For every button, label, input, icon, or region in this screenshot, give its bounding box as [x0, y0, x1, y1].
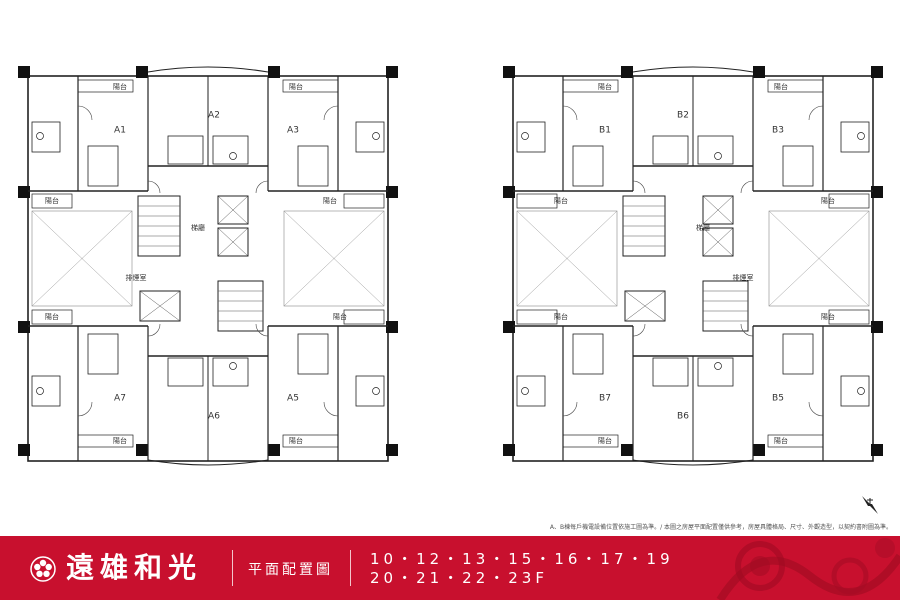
- unit-b1: B1: [599, 126, 611, 136]
- floor-list-line-1: 10・12・13・15・16・17・19: [370, 550, 674, 568]
- balcony-a-bottom-right: 陽台: [289, 436, 303, 445]
- plan-b: B1 B2 B3 B5 B6 B7 陽台 陽台 陽台 陽台 陽台 陽台 陽台 陽…: [502, 65, 884, 466]
- footer-banner: [0, 536, 900, 600]
- unit-b7: B7: [599, 394, 611, 404]
- balcony-a-low-left: 陽台: [45, 312, 59, 321]
- lobby-b: 梯廳: [696, 223, 710, 232]
- balcony-b-mid-left: 陽台: [554, 196, 568, 205]
- unit-b3: B3: [772, 126, 784, 136]
- unit-a1: A1: [114, 126, 126, 136]
- unit-b6: B6: [677, 412, 689, 422]
- brand-name: 遠雄和光: [66, 551, 203, 584]
- floor-plans: A1 A2 A3 A5 A6 A7 陽台 陽台 陽台 陽台 陽台 陽台 陽台 陽…: [17, 65, 884, 466]
- unit-a5: A5: [287, 394, 299, 404]
- plan-subtitle: 平面配置圖: [248, 562, 333, 578]
- north-arrow-icon: [862, 496, 878, 514]
- plan-a: A1 A2 A3 A5 A6 A7 陽台 陽台 陽台 陽台 陽台 陽台 陽台 陽…: [17, 65, 399, 466]
- floor-list: 10・12・13・15・16・17・19 20・21・22・23F: [370, 550, 674, 588]
- unit-b2: B2: [677, 111, 689, 121]
- floor-plan-svg: A1 A2 A3 A5 A6 A7 陽台 陽台 陽台 陽台 陽台 陽台 陽台 陽…: [17, 65, 884, 466]
- brand-logo-icon: [30, 556, 56, 582]
- footer-divider-2: [350, 550, 351, 586]
- balcony-a-bottom-left: 陽台: [113, 436, 127, 445]
- smoke-room-b: 排煙室: [733, 273, 754, 282]
- footer-divider: [232, 550, 233, 586]
- lobby-a: 梯廳: [191, 223, 205, 232]
- floor-list-line-2: 20・21・22・23F: [370, 569, 548, 587]
- balcony-b-top-right: 陽台: [774, 82, 788, 91]
- balcony-b-top-left: 陽台: [598, 82, 612, 91]
- balcony-b-mid-right: 陽台: [821, 196, 835, 205]
- unit-a7: A7: [114, 394, 126, 404]
- balcony-b-bottom-left: 陽台: [598, 436, 612, 445]
- balcony-a-top-right: 陽台: [289, 82, 303, 91]
- unit-b5: B5: [772, 394, 784, 404]
- balcony-a-mid-right: 陽台: [323, 196, 337, 205]
- unit-a3: A3: [287, 126, 299, 136]
- floral-pattern-icon: [716, 538, 900, 600]
- balcony-a-top-left: 陽台: [113, 82, 127, 91]
- unit-a2: A2: [208, 111, 220, 121]
- smoke-room-a: 排煙室: [126, 273, 147, 282]
- balcony-b-low-right: 陽台: [821, 312, 835, 321]
- balcony-b-low-left: 陽台: [554, 312, 568, 321]
- balcony-a-low-right: 陽台: [333, 312, 347, 321]
- balcony-a-mid-left: 陽台: [45, 196, 59, 205]
- balcony-b-bottom-right: 陽台: [774, 436, 788, 445]
- unit-a6: A6: [208, 412, 220, 422]
- disclaimer-note: A、B棟每戶機電設備位置依施工圖為準。/ 本圖之房屋平面配置僅供參考，房屋具體格…: [549, 524, 892, 531]
